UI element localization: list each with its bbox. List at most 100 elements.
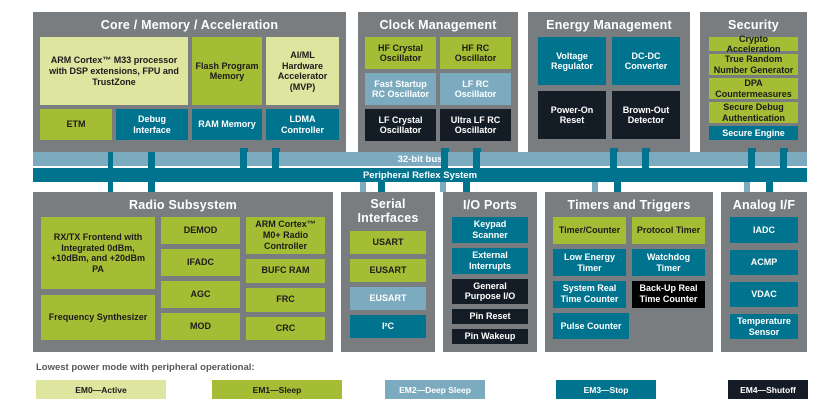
block-arm-cortex-m0-radio-controller[interactable]: ARM Cortex™ M0+ Radio Controller [246,217,325,254]
bus-stub [108,182,113,192]
section-title: I/O Ports [463,198,517,212]
bus-label: 32-bit bus [397,153,443,165]
block-ldma-controller[interactable]: LDMA Controller [266,109,339,141]
block-secure-debug-authentication[interactable]: Secure Debug Authentication [709,102,798,124]
bus-stub [744,182,750,192]
block-arm-cortex-m33[interactable]: ARM Cortex™ M33 processor with DSP exten… [40,37,188,106]
section-title: Analog I/F [732,198,796,212]
legend-label: EM3—Stop [583,384,629,395]
block-voltage-regulator[interactable]: Voltage Regulator [538,37,606,86]
section-title: Core / Memory / Acceleration [100,18,279,32]
block-true-random-number-generator[interactable]: True Random Number Generator [709,54,798,76]
bus-label: Peripheral Reflex System [362,169,478,181]
block-mod[interactable]: MOD [161,313,240,341]
block-brown-out-detector[interactable]: Brown-Out Detector [612,91,680,140]
section-core-memory-acceleration: Core / Memory / Acceleration ARM Cortex™… [33,12,346,152]
block-power-on-reset[interactable]: Power-On Reset [538,91,606,140]
block-pin-reset[interactable]: Pin Reset [452,309,528,324]
section-title: Security [728,18,779,32]
section-title: Timers and Triggers [567,198,691,212]
block-i2c[interactable]: I²C [350,314,426,338]
bus-stub [592,182,598,192]
block-crc[interactable]: CRC [246,316,325,341]
legend-label: EM0—Active [75,384,127,395]
bus-connector [473,152,480,178]
section-serial-interfaces: Serial Interfaces USART EUSART EUSART I²… [341,192,435,352]
block-etm[interactable]: ETM [40,109,112,141]
section-title: Radio Subsystem [129,198,237,212]
block-fast-startup-rc-oscillator[interactable]: Fast Startup RC Oscillator [365,73,436,106]
block-ultra-lf-rc-oscillator[interactable]: Ultra LF RC Oscillator [440,109,511,142]
block-temperature-sensor[interactable]: Temperature Sensor [730,313,798,340]
block-ram-memory[interactable]: RAM Memory [192,109,262,141]
block-pin-wakeup[interactable]: Pin Wakeup [452,328,528,344]
legend-item-em0: EM0—Active [36,380,166,399]
bus-stub [463,182,470,192]
block-general-purpose-io[interactable]: General Purpose I/O [452,278,528,305]
block-timer-counter[interactable]: Timer/Counter [553,217,626,245]
block-eusart-2[interactable]: EUSART [350,286,426,310]
bus-stub [440,182,446,192]
block-secure-engine[interactable]: Secure Engine [709,126,798,141]
block-debug-interface[interactable]: Debug Interface [116,109,188,141]
legend-item-em2: EM2—Deep Sleep [385,380,485,399]
section-radio-subsystem: Radio Subsystem RX/TX Frontend with Inte… [33,192,333,352]
section-io-ports: I/O Ports Keypad Scanner External Interr… [443,192,537,352]
legend-label: EM2—Deep Sleep [399,384,471,395]
section-energy-management: Energy Management Voltage Regulator DC-D… [528,12,690,152]
section-title: Clock Management [379,18,497,32]
block-protocol-timer[interactable]: Protocol Timer [632,217,705,245]
legend-item-em3: EM3—Stop [556,380,656,399]
block-backup-real-time-counter[interactable]: Back-Up Real Time Counter [632,280,705,308]
bus-stub [148,182,155,192]
section-clock-management: Clock Management HF Crystal Oscillator H… [358,12,518,152]
block-crypto-acceleration[interactable]: Crypto Acceleration [709,34,798,54]
block-keypad-scanner[interactable]: Keypad Scanner [452,217,528,243]
bus-connector [240,152,247,178]
legend-item-em4: EM4—Shutoff [728,380,808,399]
legend-label: EM1—Sleep [252,384,302,395]
bus-stub [766,182,773,192]
block-frc[interactable]: FRC [246,287,325,312]
bus-stub [360,182,366,192]
section-analog-if: Analog I/F IADC ACMP VDAC Temperature Se… [721,192,807,352]
block-lf-crystal-oscillator[interactable]: LF Crystal Oscillator [365,109,436,142]
bus-stub [378,182,385,192]
bus-connector [441,152,448,178]
block-eusart-1[interactable]: EUSART [350,258,426,282]
block-flash-program-memory[interactable]: Flash Program Memory [192,37,262,106]
bus-stub [614,182,621,192]
section-title: Energy Management [546,18,672,32]
section-title: Serial Interfaces [357,197,419,226]
block-acmp[interactable]: ACMP [730,249,798,275]
bus-connector [148,152,155,178]
block-usart[interactable]: USART [350,230,426,254]
legend-label: EM4—Shutoff [740,384,796,395]
block-hf-crystal-oscillator[interactable]: HF Crystal Oscillator [365,37,436,70]
block-frequency-synthesizer[interactable]: Frequency Synthesizer [41,295,155,341]
block-watchdog-timer[interactable]: Watchdog Timer [632,249,705,276]
block-low-energy-timer[interactable]: Low Energy Timer [553,249,626,276]
bus-connector [272,152,279,178]
block-bufc-ram[interactable]: BUFC RAM [246,258,325,283]
block-demod[interactable]: DEMOD [161,217,240,245]
block-pulse-counter[interactable]: Pulse Counter [553,312,629,340]
bus-connector [610,152,617,178]
bus-connector [108,152,113,178]
bus-connector [780,152,787,178]
block-iadc[interactable]: IADC [730,217,798,243]
block-ifadc[interactable]: IFADC [161,249,240,277]
block-dpa-countermeasures[interactable]: DPA Countermeasures [709,78,798,100]
block-dc-dc-converter[interactable]: DC-DC Converter [612,37,680,86]
block-vdac[interactable]: VDAC [730,281,798,307]
block-lf-rc-oscillator[interactable]: LF RC Oscillator [440,73,511,106]
block-agc[interactable]: AGC [161,281,240,309]
block-rx-tx-frontend[interactable]: RX/TX Frontend with Integrated 0dBm, +10… [41,217,155,290]
block-external-interrupts[interactable]: External Interrupts [452,247,528,274]
block-system-real-time-counter[interactable]: System Real Time Counter [553,280,626,308]
block-aiml-hardware-accelerator[interactable]: AI/ML Hardware Accelerator (MVP) [266,37,339,106]
block-hf-rc-oscillator[interactable]: HF RC Oscillator [440,37,511,70]
section-security: Security Crypto Acceleration True Random… [700,12,807,152]
bus-connector [642,152,649,178]
